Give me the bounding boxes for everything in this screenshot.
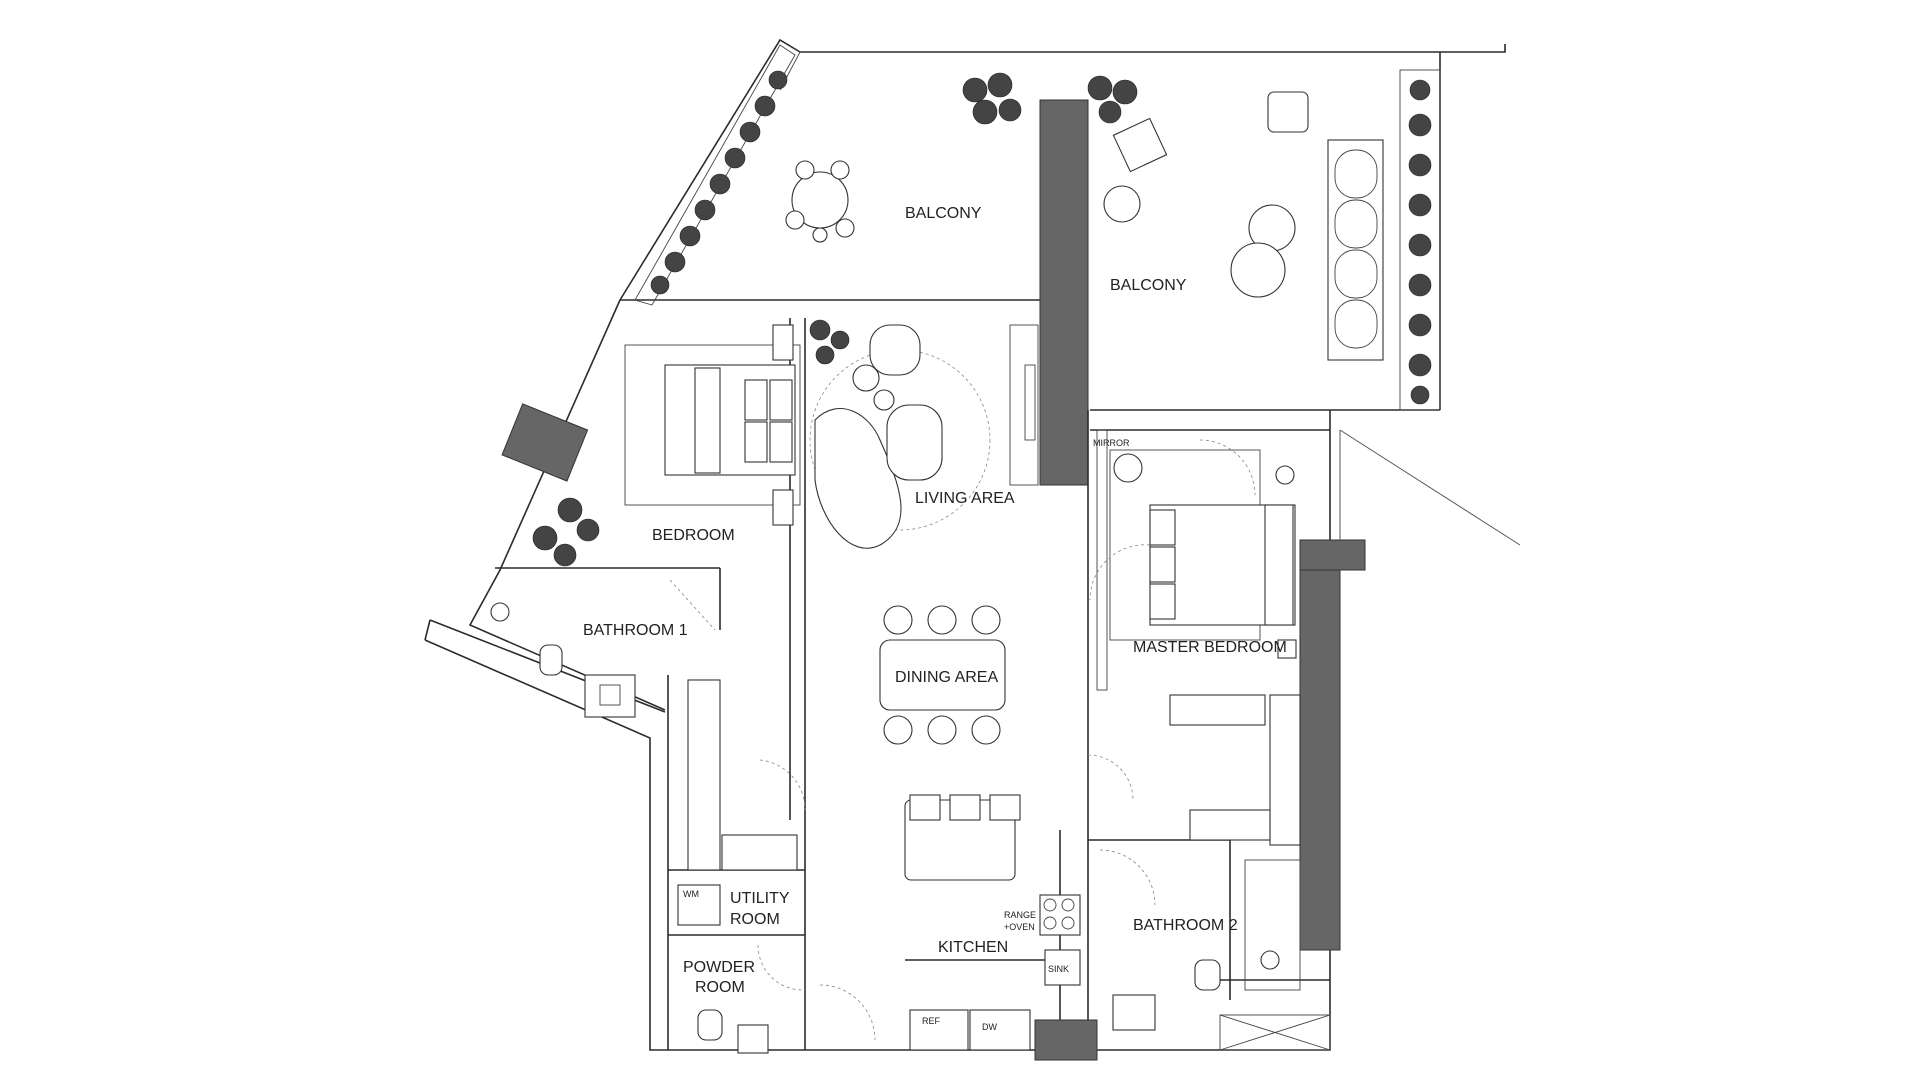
bathroom-2-fixtures xyxy=(1099,849,1331,1051)
bedroom-wardrobe xyxy=(687,679,806,871)
label-bathroom-1: BATHROOM 1 xyxy=(583,622,688,639)
label-bathroom-2: BATHROOM 2 xyxy=(1133,917,1238,934)
dining-set xyxy=(879,605,1021,881)
utility-fixtures xyxy=(677,884,806,1054)
label-dw: DW xyxy=(982,1022,997,1032)
label-range-1: RANGE xyxy=(1004,910,1036,920)
structural-column-kitchen xyxy=(1034,1019,1098,1061)
planter-left xyxy=(634,44,796,306)
label-range-2: +OVEN xyxy=(1004,922,1035,932)
interior-walls xyxy=(424,299,1331,1051)
label-kitchen: KITCHEN xyxy=(938,939,1008,956)
balcony-table-set xyxy=(785,160,855,243)
bedroom-wall-unit xyxy=(501,403,589,482)
kitchen-fixtures xyxy=(819,894,1081,1051)
label-master-bedroom: MASTER BEDROOM xyxy=(1133,639,1287,656)
bathroom-1-fixtures xyxy=(490,579,716,718)
balcony-lounge-set xyxy=(1103,91,1384,361)
label-utility-room-2: ROOM xyxy=(730,911,780,928)
master-bedroom-furniture xyxy=(1089,429,1297,691)
label-wm: WM xyxy=(683,889,699,899)
planter-right xyxy=(1399,69,1441,411)
label-ref: REF xyxy=(922,1016,941,1026)
label-dining-area: DINING AREA xyxy=(895,669,998,686)
label-mirror: MIRROR xyxy=(1093,438,1130,448)
bedroom-furniture xyxy=(532,324,801,567)
structural-column-center xyxy=(1039,99,1089,486)
label-powder-room-1: POWDER xyxy=(683,959,755,976)
potted-plants-balcony xyxy=(962,72,1138,125)
exterior-edge-right xyxy=(1339,429,1521,546)
label-bedroom: BEDROOM xyxy=(652,527,735,544)
master-wardrobe xyxy=(1087,694,1301,846)
structural-column-right-cap xyxy=(1299,539,1366,571)
label-powder-room-2: ROOM xyxy=(695,979,745,996)
label-utility-room-1: UTILITY xyxy=(730,890,790,907)
label-balcony-right: BALCONY xyxy=(1110,277,1187,294)
label-living-area: LIVING AREA xyxy=(915,490,1015,507)
label-sink: SINK xyxy=(1048,964,1069,974)
label-balcony-left: BALCONY xyxy=(905,205,982,222)
structural-column-right xyxy=(1299,539,1341,951)
living-furniture xyxy=(809,319,1039,549)
